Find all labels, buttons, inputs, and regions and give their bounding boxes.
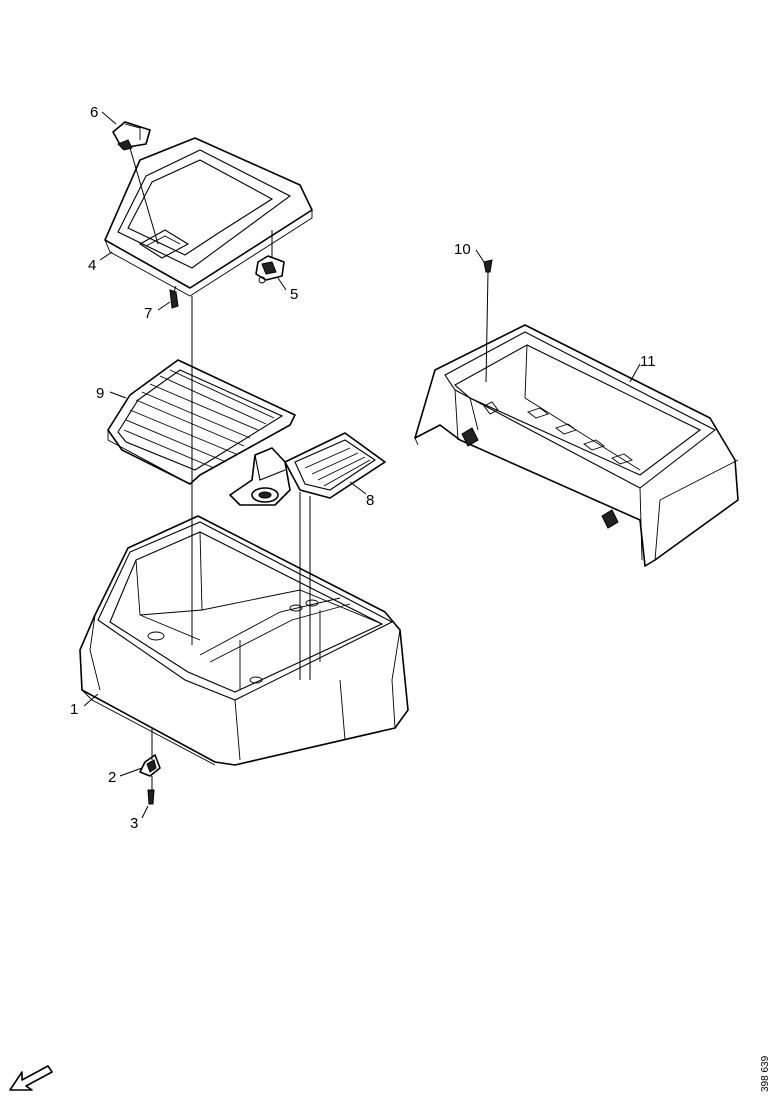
part-7-fastener xyxy=(169,289,179,309)
part-6-clip xyxy=(112,121,151,151)
part-5-hinge xyxy=(255,255,285,284)
part-4-lid-frame xyxy=(104,137,313,297)
part-2-clip xyxy=(139,754,161,777)
part-11-storage-tray xyxy=(414,324,739,567)
label-part-10: 10 xyxy=(454,241,471,258)
label-part-8: 8 xyxy=(366,492,374,509)
label-part-3: 3 xyxy=(130,815,138,832)
part-9-ribbed-mat xyxy=(107,359,296,485)
part-10-screw xyxy=(483,259,493,273)
label-part-4: 4 xyxy=(88,257,96,274)
part-8-bracket-tray xyxy=(229,432,386,506)
label-part-2: 2 xyxy=(108,769,116,786)
part-1-base-tub xyxy=(79,515,409,766)
label-part-1: 1 xyxy=(70,701,78,718)
callout-labels: 6 4 5 7 9 8 1 2 3 10 11 xyxy=(70,104,656,832)
label-part-5: 5 xyxy=(290,286,298,303)
assembly-guide-lines xyxy=(129,147,489,792)
part-3-screw xyxy=(147,789,155,805)
label-part-7: 7 xyxy=(144,305,152,322)
label-part-9: 9 xyxy=(96,385,104,402)
mat-ribs xyxy=(123,369,275,469)
label-part-6: 6 xyxy=(90,104,98,121)
drawing-code: 398 639 xyxy=(760,1055,771,1092)
direction-arrow-icon xyxy=(9,1065,53,1091)
leader-lines xyxy=(83,111,641,819)
label-part-11: 11 xyxy=(640,353,656,370)
